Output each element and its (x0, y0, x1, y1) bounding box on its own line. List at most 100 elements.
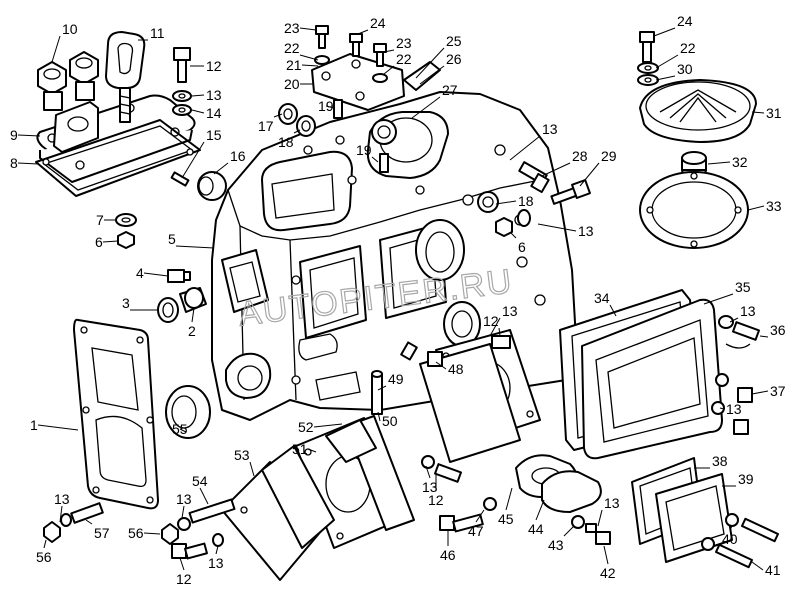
leader-line-13 (59, 505, 63, 523)
part-bushings-17-18 (278, 103, 499, 213)
callout-25: 25 (446, 33, 462, 49)
callout-33: 33 (766, 198, 782, 214)
part-pin-15 (170, 171, 190, 187)
callout-19: 19 (318, 98, 334, 114)
callout-32: 32 (732, 154, 748, 170)
part-bolts-23-24-top (314, 25, 388, 83)
part-ring-3 (157, 297, 179, 323)
callout-21: 21 (286, 57, 302, 73)
part-bolt-28 (518, 161, 550, 194)
callout-22: 22 (396, 51, 412, 67)
callout-27: 27 (442, 82, 458, 98)
leader-line-13 (597, 509, 603, 527)
callout-22: 22 (680, 40, 696, 56)
callout-28: 28 (572, 148, 588, 164)
leader-line-35 (703, 293, 734, 305)
callout-3: 3 (122, 295, 130, 311)
leader-line-15 (181, 141, 205, 179)
callout-13: 13 (208, 555, 224, 571)
leader-line-27 (411, 96, 441, 119)
leader-line-56 (43, 539, 47, 549)
leader-line-47 (475, 509, 485, 523)
part-bolts-12-13-center (427, 335, 511, 367)
callout-26: 26 (446, 51, 462, 67)
leader-line-9 (17, 134, 41, 137)
callout-6: 6 (95, 234, 103, 250)
leader-line-50 (377, 411, 381, 422)
callout-13: 13 (542, 121, 558, 137)
leader-line-25 (415, 47, 445, 79)
part-nuts-10 (37, 51, 99, 111)
leader-line-36 (759, 335, 769, 338)
callout-39: 39 (738, 471, 754, 487)
leader-line-56 (143, 532, 161, 535)
leader-line-32 (707, 161, 731, 165)
leader-line-22 (383, 65, 395, 75)
leader-line-14 (191, 109, 205, 114)
callout-18: 18 (278, 134, 294, 150)
part-collar-27 (371, 119, 397, 145)
part-pins-19 (333, 99, 389, 173)
leader-line-8 (17, 162, 39, 165)
callout-13: 13 (578, 223, 594, 239)
callout-46: 46 (440, 547, 456, 563)
leader-line-4 (143, 272, 169, 277)
callout-17: 17 (258, 118, 274, 134)
callout-31: 31 (766, 105, 782, 121)
callout-34: 34 (594, 290, 610, 306)
leader-line-41 (751, 561, 764, 571)
callout-4: 4 (136, 265, 144, 281)
leader-line-45 (505, 487, 513, 511)
callout-45: 45 (498, 511, 514, 527)
callout-49: 49 (388, 371, 404, 387)
part-gasket-43 (541, 470, 602, 513)
leader-line-17 (273, 113, 283, 118)
leader-line-6 (509, 231, 517, 239)
part-bolt-12-mid (421, 455, 462, 483)
part-bolts-42-46-47 (439, 497, 611, 545)
part-gasket-8 (35, 119, 201, 197)
callout-41: 41 (765, 562, 781, 578)
callout-22: 22 (284, 40, 300, 56)
callout-12: 12 (176, 571, 192, 587)
leader-line-6 (102, 240, 119, 243)
leader-line-34 (609, 304, 617, 317)
leader-line-2 (191, 307, 195, 323)
part-plug-4 (167, 269, 191, 283)
callout-13: 13 (206, 87, 222, 103)
callout-13: 13 (604, 495, 620, 511)
part-washer-7 (115, 213, 137, 227)
callout-56: 56 (128, 525, 144, 541)
leader-line-13 (425, 465, 431, 479)
callout-9: 9 (10, 127, 18, 143)
callout-35: 35 (735, 279, 751, 295)
leader-line-13 (215, 545, 219, 555)
leader-line-49 (377, 385, 387, 391)
leader-line-13 (719, 407, 725, 410)
leader-line-19 (325, 105, 335, 109)
callout-23: 23 (396, 35, 412, 51)
leader-lines (17, 27, 769, 571)
leader-line-57 (85, 519, 93, 525)
callout-30: 30 (677, 61, 693, 77)
callout-6: 6 (518, 239, 526, 255)
leader-line-22 (299, 54, 319, 61)
callout-24: 24 (677, 13, 693, 29)
part-gasket-33 (639, 171, 749, 249)
callout-40: 40 (722, 531, 738, 547)
part-bolt-24-right (639, 31, 655, 63)
leader-line-43 (563, 525, 575, 537)
leader-line-1 (37, 424, 79, 431)
callout-19: 19 (356, 142, 372, 158)
leader-line-24 (653, 27, 676, 37)
callout-24: 24 (370, 15, 386, 31)
callout-5: 5 (168, 231, 176, 247)
part-plate-25-26 (403, 61, 441, 91)
callout-18: 18 (518, 193, 534, 209)
leader-line-51 (307, 448, 317, 453)
part-bushing-2 (179, 287, 207, 313)
callout-11: 11 (150, 25, 165, 41)
leader-line-28 (541, 162, 571, 177)
part-flange-52 (325, 415, 415, 531)
